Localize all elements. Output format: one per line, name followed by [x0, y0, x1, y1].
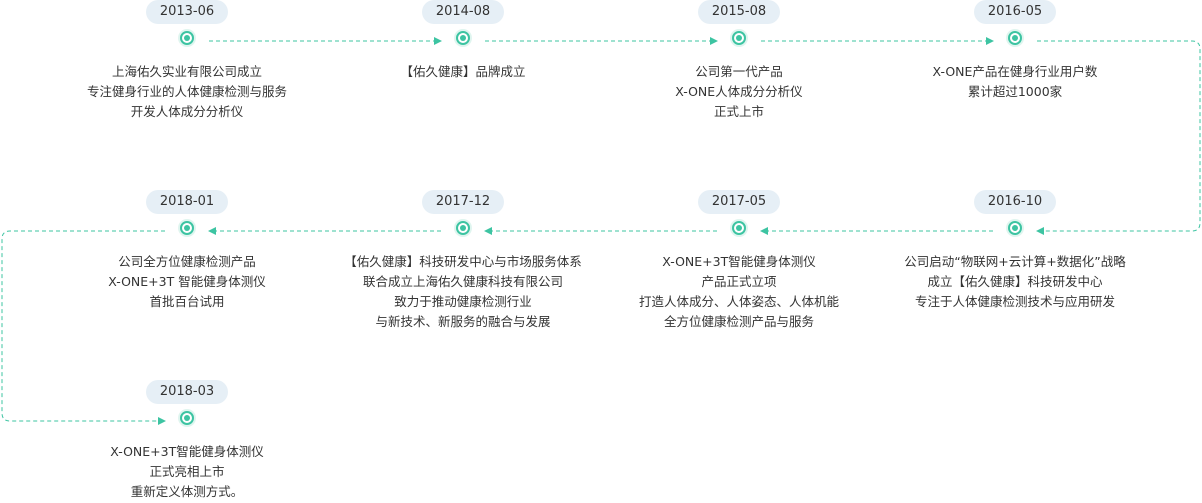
description-line: 重新定义体测方式。 [130, 484, 244, 499]
timeline-node-icon [1006, 219, 1024, 237]
description-line: X-ONE+3T智能健身体测仪 [110, 444, 264, 459]
description-line: X-ONE产品在健身行业用户数 [932, 64, 1098, 79]
description-line: X-ONE+3T智能健身体测仪 [662, 254, 816, 269]
timeline-node-icon [730, 29, 748, 47]
milestone-description: 公司全方位健康检测产品 X-ONE+3T 智能健身体测仪 首批百台试用 [49, 252, 325, 312]
date-badge: 2017-12 [422, 190, 504, 214]
milestone-description: X-ONE+3T智能健身体测仪 产品正式立项 打造人体成分、人体姿态、人体机能 … [601, 252, 877, 332]
milestone-description: 公司第一代产品 X-ONE人体成分分析仪 正式上市 [601, 62, 877, 122]
milestone-description: X-ONE+3T智能健身体测仪 正式亮相上市 重新定义体测方式。 [49, 442, 325, 502]
description-line: X-ONE+3T 智能健身体测仪 [108, 274, 266, 289]
milestone-2015-08: 2015-08 公司第一代产品 X-ONE人体成分分析仪 正式上市 [601, 0, 877, 122]
description-line: 公司第一代产品 [695, 64, 783, 79]
date-badge: 2016-05 [974, 0, 1056, 24]
description-line: 致力于推动健康检测行业 [394, 294, 532, 309]
milestone-description: X-ONE产品在健身行业用户数 累计超过1000家 [877, 62, 1153, 102]
description-line: X-ONE人体成分分析仪 [675, 84, 803, 99]
milestone-2018-03: 2018-03 X-ONE+3T智能健身体测仪 正式亮相上市 重新定义体测方式。 [49, 380, 325, 502]
description-line: 打造人体成分、人体姿态、人体机能 [638, 294, 839, 309]
timeline-node-icon [454, 219, 472, 237]
description-line: 正式上市 [713, 104, 764, 119]
milestone-description: 【佑久健康】品牌成立 [325, 62, 601, 82]
description-line: 公司全方位健康检测产品 [118, 254, 256, 269]
date-badge: 2016-10 [974, 190, 1056, 214]
description-line: 累计超过1000家 [967, 84, 1063, 99]
timeline-node-icon [730, 219, 748, 237]
description-line: 全方位健康检测产品与服务 [663, 314, 814, 329]
date-badge: 2018-01 [146, 190, 228, 214]
timeline-node-icon [178, 409, 196, 427]
milestone-2018-01: 2018-01 公司全方位健康检测产品 X-ONE+3T 智能健身体测仪 首批百… [49, 190, 325, 312]
description-line: 专注于人体健康检测技术与应用研发 [914, 294, 1115, 309]
milestone-2016-10: 2016-10 公司启动“物联网+云计算+数据化”战略 成立【佑久健康】科技研发… [877, 190, 1153, 312]
description-line: 联合成立上海佑久健康科技有限公司 [362, 274, 563, 289]
description-line: 首批百台试用 [149, 294, 225, 309]
date-badge: 2013-06 [146, 0, 228, 24]
timeline-node-icon [178, 29, 196, 47]
connector-arrow-wrap-right [1036, 40, 1201, 235]
milestone-2017-12: 2017-12 【佑久健康】科技研发中心与市场服务体系 联合成立上海佑久健康科技… [325, 190, 601, 332]
milestone-2017-05: 2017-05 X-ONE+3T智能健身体测仪 产品正式立项 打造人体成分、人体… [601, 190, 877, 332]
timeline-node-icon [1006, 29, 1024, 47]
description-line: 专注健身行业的人体健康检测与服务 [86, 84, 287, 99]
date-badge: 2018-03 [146, 380, 228, 404]
connector-arrow-wrap-left [1, 230, 166, 425]
description-line: 开发人体成分分析仪 [130, 104, 244, 119]
description-line: 上海佑久实业有限公司成立 [111, 64, 262, 79]
milestone-2013-06: 2013-06 上海佑久实业有限公司成立 专注健身行业的人体健康检测与服务 开发… [49, 0, 325, 122]
milestone-description: 上海佑久实业有限公司成立 专注健身行业的人体健康检测与服务 开发人体成分分析仪 [49, 62, 325, 122]
date-badge: 2017-05 [698, 190, 780, 214]
description-line: 【佑久健康】科技研发中心与市场服务体系 [344, 254, 582, 269]
milestone-description: 公司启动“物联网+云计算+数据化”战略 成立【佑久健康】科技研发中心 专注于人体… [877, 252, 1153, 312]
description-line: 【佑久健康】品牌成立 [400, 64, 526, 79]
description-line: 成立【佑久健康】科技研发中心 [927, 274, 1103, 289]
timeline-node-icon [178, 219, 196, 237]
date-badge: 2015-08 [698, 0, 780, 24]
milestone-2014-08: 2014-08 【佑久健康】品牌成立 [325, 0, 601, 82]
description-line: 正式亮相上市 [149, 464, 225, 479]
timeline-node-icon [454, 29, 472, 47]
description-line: 与新技术、新服务的融合与发展 [375, 314, 551, 329]
milestone-2016-05: 2016-05 X-ONE产品在健身行业用户数 累计超过1000家 [877, 0, 1153, 102]
description-line: 产品正式立项 [701, 274, 777, 289]
milestone-description: 【佑久健康】科技研发中心与市场服务体系 联合成立上海佑久健康科技有限公司 致力于… [325, 252, 601, 332]
date-badge: 2014-08 [422, 0, 504, 24]
description-line: 公司启动“物联网+云计算+数据化”战略 [904, 254, 1126, 269]
